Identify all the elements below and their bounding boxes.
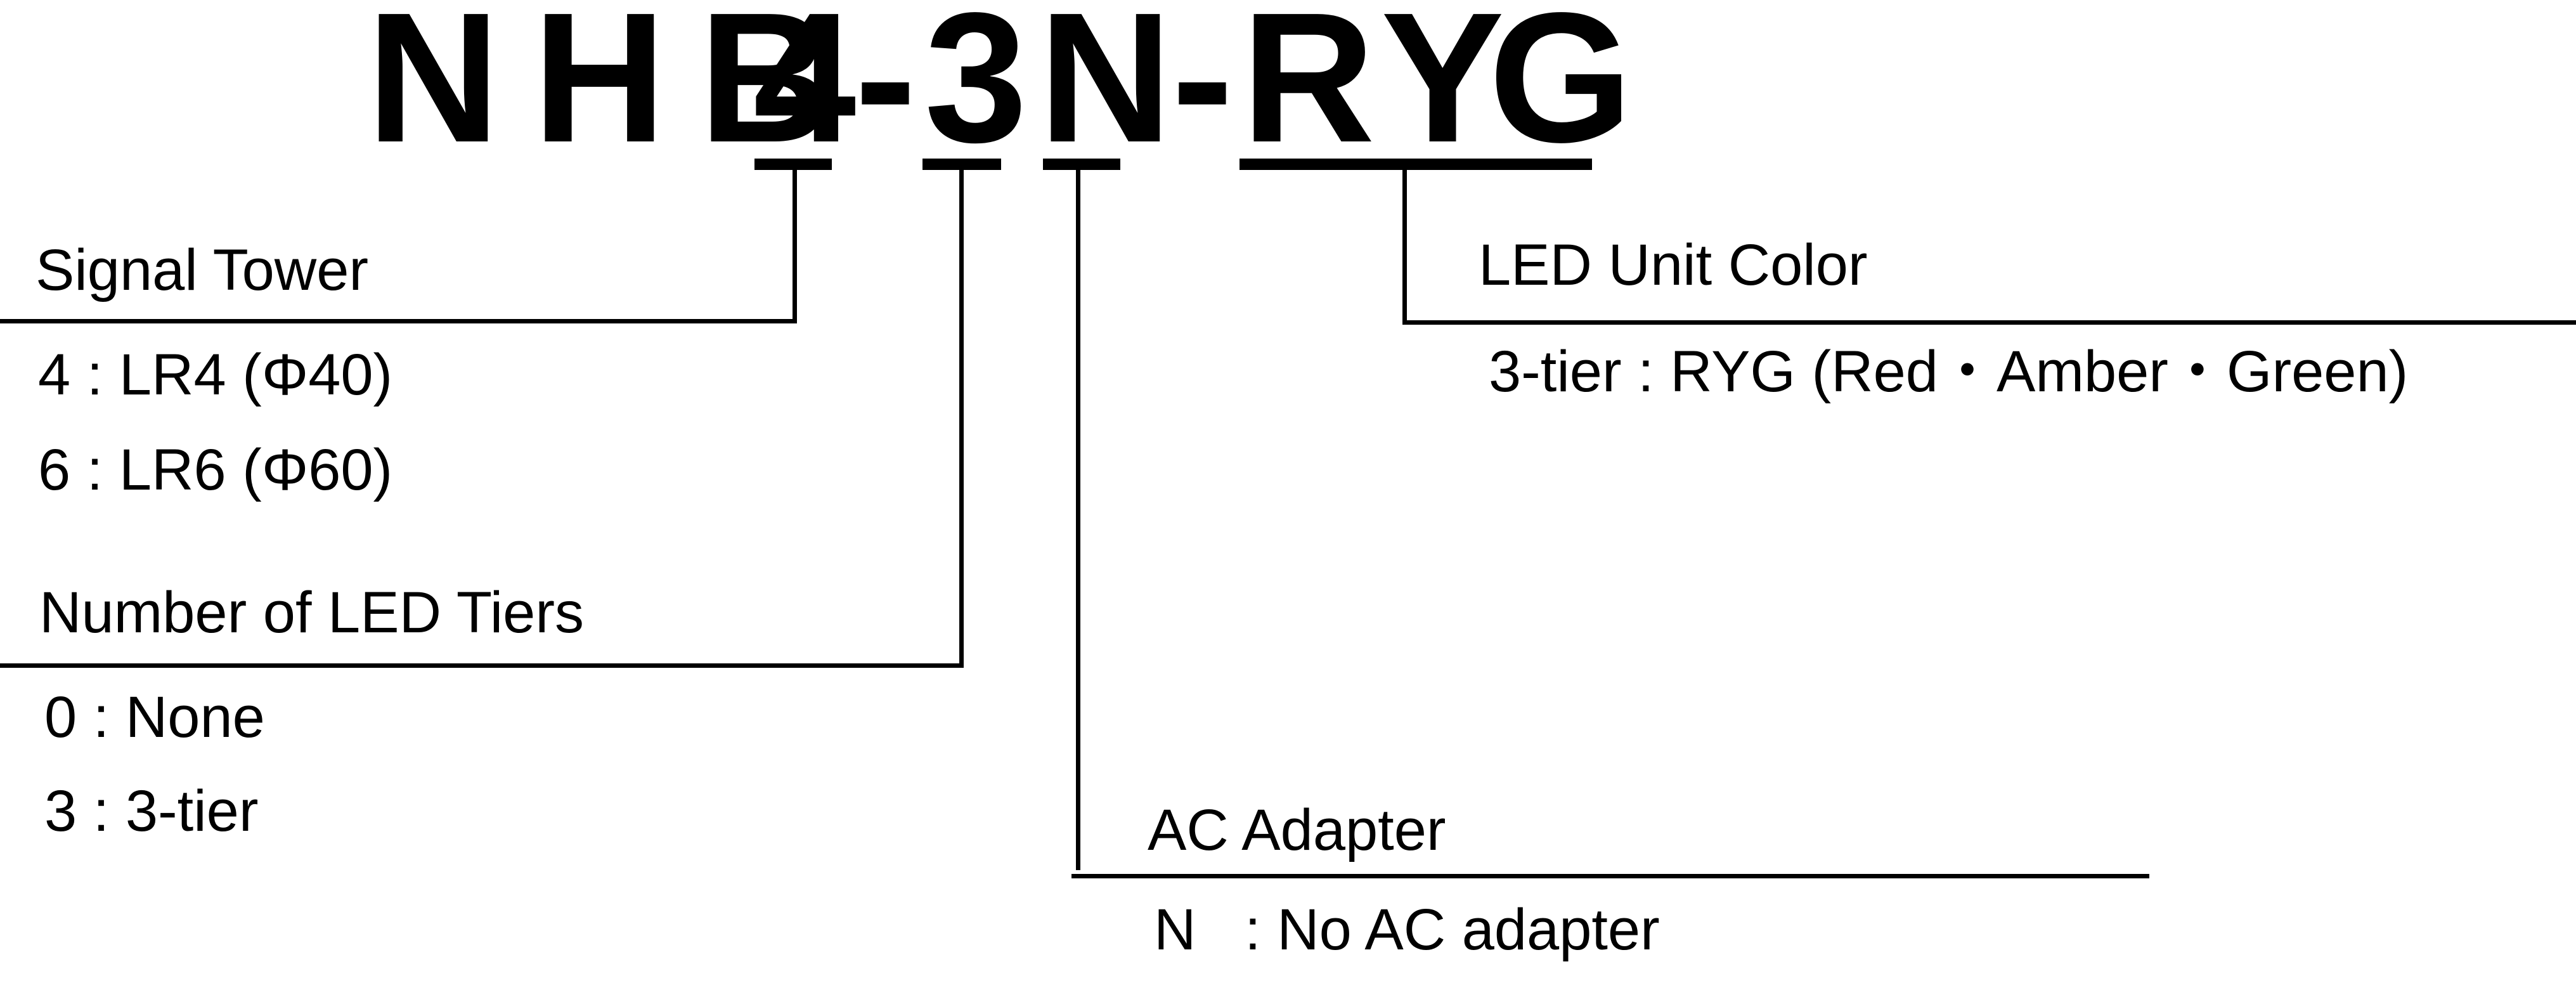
divider-led-tiers bbox=[0, 663, 964, 668]
code-char: B bbox=[699, 0, 832, 181]
code-char: H bbox=[533, 0, 666, 181]
code-char: R bbox=[1241, 0, 1375, 181]
code-char: G bbox=[1489, 0, 1633, 181]
led-tiers-option: 3 : 3-tier bbox=[44, 779, 259, 843]
divider-ac-adapter bbox=[1071, 874, 2149, 878]
divider-signal-tower bbox=[0, 319, 797, 323]
signal-tower-option: 6 : LR6 (Φ60) bbox=[38, 438, 393, 502]
connector-led-color bbox=[1402, 165, 1407, 325]
ac-adapter-heading: AC Adapter bbox=[1148, 798, 1446, 863]
ac-adapter-option: N : No AC adapter bbox=[1154, 897, 1660, 962]
connector-ac-adapter bbox=[1076, 165, 1080, 870]
led-color-option: 3-tier : RYG (Red・Amber・Green) bbox=[1489, 339, 2409, 404]
underline-led-tiers bbox=[922, 159, 1001, 170]
code-char: - bbox=[1172, 0, 1234, 181]
code-char: 3 bbox=[924, 0, 1028, 181]
underline-signal-tower bbox=[754, 159, 832, 170]
underline-ac-adapter bbox=[1043, 159, 1120, 170]
code-char: - bbox=[855, 0, 917, 181]
signal-tower-option: 4 : LR4 (Φ40) bbox=[38, 342, 393, 407]
led-color-heading: LED Unit Color bbox=[1479, 233, 1868, 297]
code-char: N bbox=[1039, 0, 1172, 181]
led-tiers-heading: Number of LED Tiers bbox=[39, 580, 584, 645]
signal-tower-heading: Signal Tower bbox=[36, 238, 369, 303]
code-char: 4 bbox=[753, 0, 857, 181]
led-tiers-option: 0 : None bbox=[44, 685, 265, 750]
underline-led-color bbox=[1239, 159, 1592, 170]
code-char: Y bbox=[1381, 0, 1505, 181]
divider-led-color bbox=[1402, 320, 2576, 325]
code-char: N bbox=[366, 0, 500, 181]
connector-signal-tower bbox=[793, 165, 797, 323]
connector-led-tiers bbox=[959, 165, 964, 668]
